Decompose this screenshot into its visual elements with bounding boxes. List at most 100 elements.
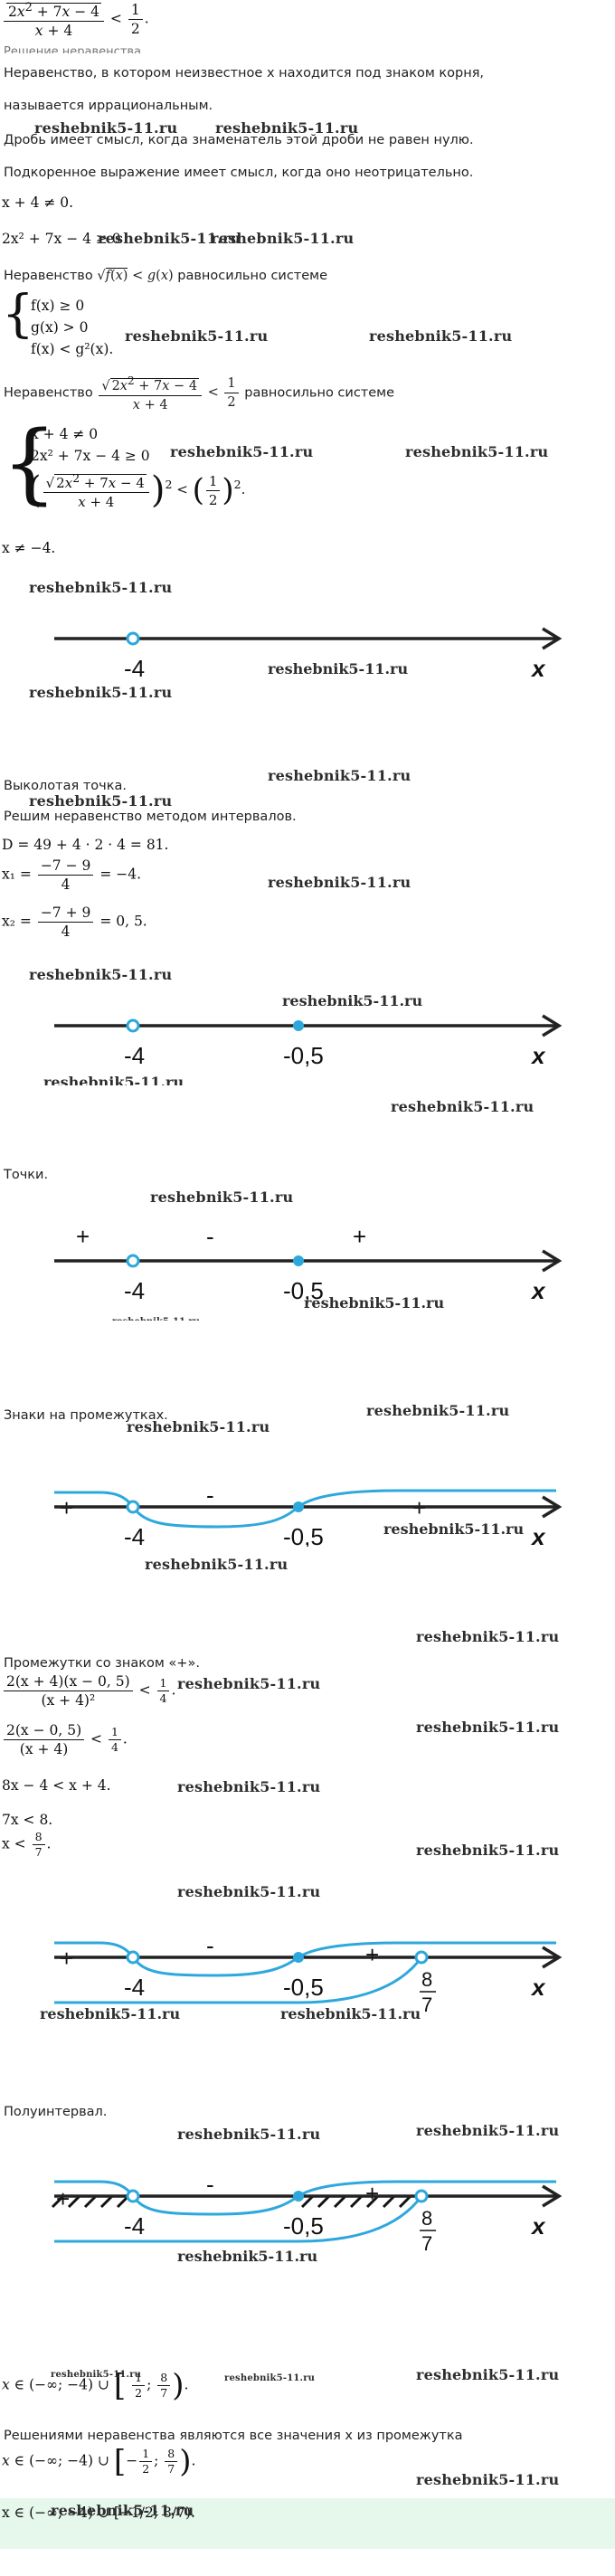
sign-plus: + [365,2180,379,2207]
x1-num: −7 − 9 [37,857,94,876]
watermark: reshebnik5-11.ru [215,119,359,137]
watermark: reshebnik5-11.ru [170,443,314,460]
watermark: reshebnik5-11.ru [280,2005,421,2022]
sign-plus: + [56,2185,70,2212]
label-minus4: -4 [124,2212,145,2240]
watermark: reshebnik5-11.ru [391,1098,535,1115]
hatching-right [300,2194,412,2209]
x2-den: 4 [61,923,71,940]
watermark: reshebnik5-11.ru [369,327,513,345]
watermark: reshebnik5-11.ru [29,579,173,596]
sign-plus: + [365,1941,379,1968]
conclusion-text: Решениями неравенства являются все значе… [4,2429,463,2443]
watermark: reshebnik5-11.ru [416,1719,560,1736]
watermark: reshebnik5-11.ru [150,1189,294,1206]
watermark: reshebnik5-11.ru [29,684,173,701]
label-x: x [530,1974,546,2001]
label-minus4: -4 [124,1974,145,2001]
watermark: reshebnik5-11.ru [416,2122,560,2139]
label-x: x [530,1523,546,1547]
watermark: reshebnik5-11.ru [112,1317,200,1321]
watermark: reshebnik5-11.ru [282,992,422,1009]
answer-highlight [0,2498,615,2549]
watermark: reshebnik5-11.ru [268,660,408,677]
radicand-rule: Подкоренное выражение имеет смысл, когда… [4,166,474,180]
axis-arrow [542,1946,563,1969]
watermark: reshebnik5-11.ru [145,1556,289,1573]
solution-curve [54,1956,423,2004]
half-interval-text: Полуинтервал. [4,2105,108,2119]
watermark: reshebnik5-11.ru [416,2471,560,2488]
watermark: reshebnik5-11.ru [366,1402,510,1419]
label-x: x [530,1042,546,1069]
watermark: reshebnik5-11.ru [34,119,178,137]
label-minus05: -0,5 [283,2212,324,2240]
sign-plus: + [353,1223,366,1250]
watermark: reshebnik5-11.ru [177,2248,317,2265]
watermark: reshebnik5-11.ru [125,327,269,345]
point-minus4-open [126,1254,140,1268]
axis-arrow [542,1014,563,1037]
label-8-7-num: 8 [421,1968,432,1991]
step1-den: (x + 4)² [41,1692,96,1709]
watermark: reshebnik5-11.ru [177,2126,321,2143]
punctured-point-text: Выколотая точка. [4,779,127,793]
radicand-condition: 2x² + 7x − 4 ≥ 0 [2,231,121,247]
watermark: reshebnik5-11.ru [416,1628,560,1645]
hatching-left [51,2194,130,2209]
number-line-3: + - + -4 -0,5 x reshebnik5-11.ru reshebn… [54,1223,563,1321]
label-x: x [530,655,546,682]
x2-num: −7 + 9 [37,904,94,923]
x-ne-condition: x + 4 ≠ 0. [2,194,74,211]
axis-arrow [542,1495,563,1519]
discriminant: D = 49 + 4 · 2 · 4 = 81. [2,837,169,853]
label-minus4: -4 [124,1523,145,1547]
watermark: reshebnik5-11.ru [43,1074,184,1085]
plus-intervals-text: Промежутки со знаком «+». [4,1656,200,1671]
step1-num: 2(x + 4)(x − 0, 5) [4,1673,133,1691]
number-line-1: -4 x reshebnik5-11.ru [54,627,563,682]
label-x: x [530,2212,546,2240]
final-answer-text: x ∈ (−∞; −4) ∪ [−1/2; 8/7) [2,2505,192,2521]
system-f-nonneg: f(x) ≥ 0 [31,298,85,314]
number-line-4: + - + -4 -0,5 x reshebnik5-11.ru [54,1482,563,1547]
axis-arrow [542,2184,563,2208]
watermark: reshebnik5-11.ru [51,2502,194,2519]
point-minus4-open [126,1950,140,1965]
point-minus4-open [126,631,140,646]
watermark: reshebnik5-11.ru [127,1418,270,1435]
number-line-2: reshebnik5-11.ru -4 -0,5 x reshebnik5-11… [43,992,563,1085]
hidden-header: Решение неравенства [4,45,142,53]
system2-radicand: 2x² + 7x − 4 ≥ 0 [31,448,150,464]
label-8-7-den: 7 [421,2232,432,2255]
watermark: reshebnik5-11.ru [416,2366,560,2383]
sign-minus: - [206,1223,214,1250]
sign-minus: - [206,2171,214,2198]
watermark: reshebnik5-11.ru [224,2373,316,2383]
step3-ineq: 8x − 4 < x + 4. [2,1777,111,1794]
point-8-7-open [414,1950,429,1965]
point-minus05-filled [293,1255,304,1266]
irrational-def: Неравенство, в котором неизвестное x нах… [4,66,485,80]
step2-num: 2(x − 0, 5) [4,1722,85,1740]
label-minus4: -4 [124,655,145,682]
point-minus4-open [126,1018,140,1033]
label-minus05: -0,5 [283,1042,324,1069]
point-minus05-filled [293,2191,304,2202]
sign-minus: - [206,1932,214,1959]
watermark: reshebnik5-11.ru [177,1883,321,1900]
point-minus05-filled [293,1952,304,1963]
watermark: reshebnik5-11.ru [211,230,355,247]
interval-method-text: Решим неравенство методом интервалов. [4,810,297,824]
watermark: reshebnik5-11.ru [98,230,241,247]
number-line-5: + - + -4 -0,5 8 7 x reshebnik5-11.ru res… [40,1932,563,2022]
watermark: reshebnik5-11.ru [405,443,549,460]
point-minus05-filled [293,1501,304,1512]
label-minus05: -0,5 [283,1523,324,1547]
